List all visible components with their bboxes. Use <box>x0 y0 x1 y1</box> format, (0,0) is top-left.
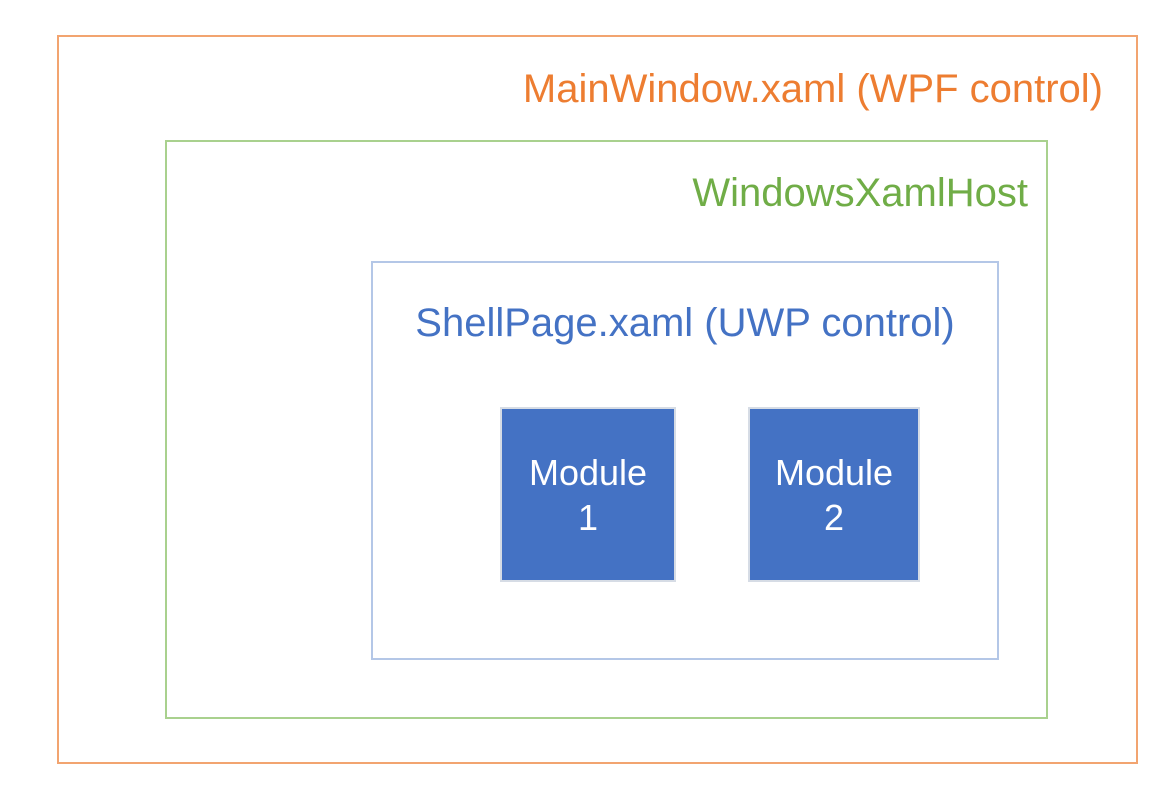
windows-xaml-host-label: WindowsXamlHost <box>692 171 1028 215</box>
module-2-label-line2: 2 <box>823 496 845 538</box>
shellpage-uwp-label: ShellPage.xaml (UWP control) <box>415 301 955 345</box>
module-2-box: Module 2 <box>748 407 920 582</box>
module-1-box: Module 1 <box>500 407 676 582</box>
module-1-label-line2: 1 <box>577 496 599 538</box>
module-1-label-line1: Module <box>528 451 648 493</box>
shellpage-uwp-box: ShellPage.xaml (UWP control) Module 1 Mo… <box>371 261 999 660</box>
module-2-label-line1: Module <box>774 451 894 493</box>
mainwindow-wpf-label: MainWindow.xaml (WPF control) <box>522 67 1103 111</box>
windows-xaml-host-box: WindowsXamlHost ShellPage.xaml (UWP cont… <box>165 140 1048 719</box>
mainwindow-wpf-box: MainWindow.xaml (WPF control) WindowsXam… <box>57 35 1138 764</box>
